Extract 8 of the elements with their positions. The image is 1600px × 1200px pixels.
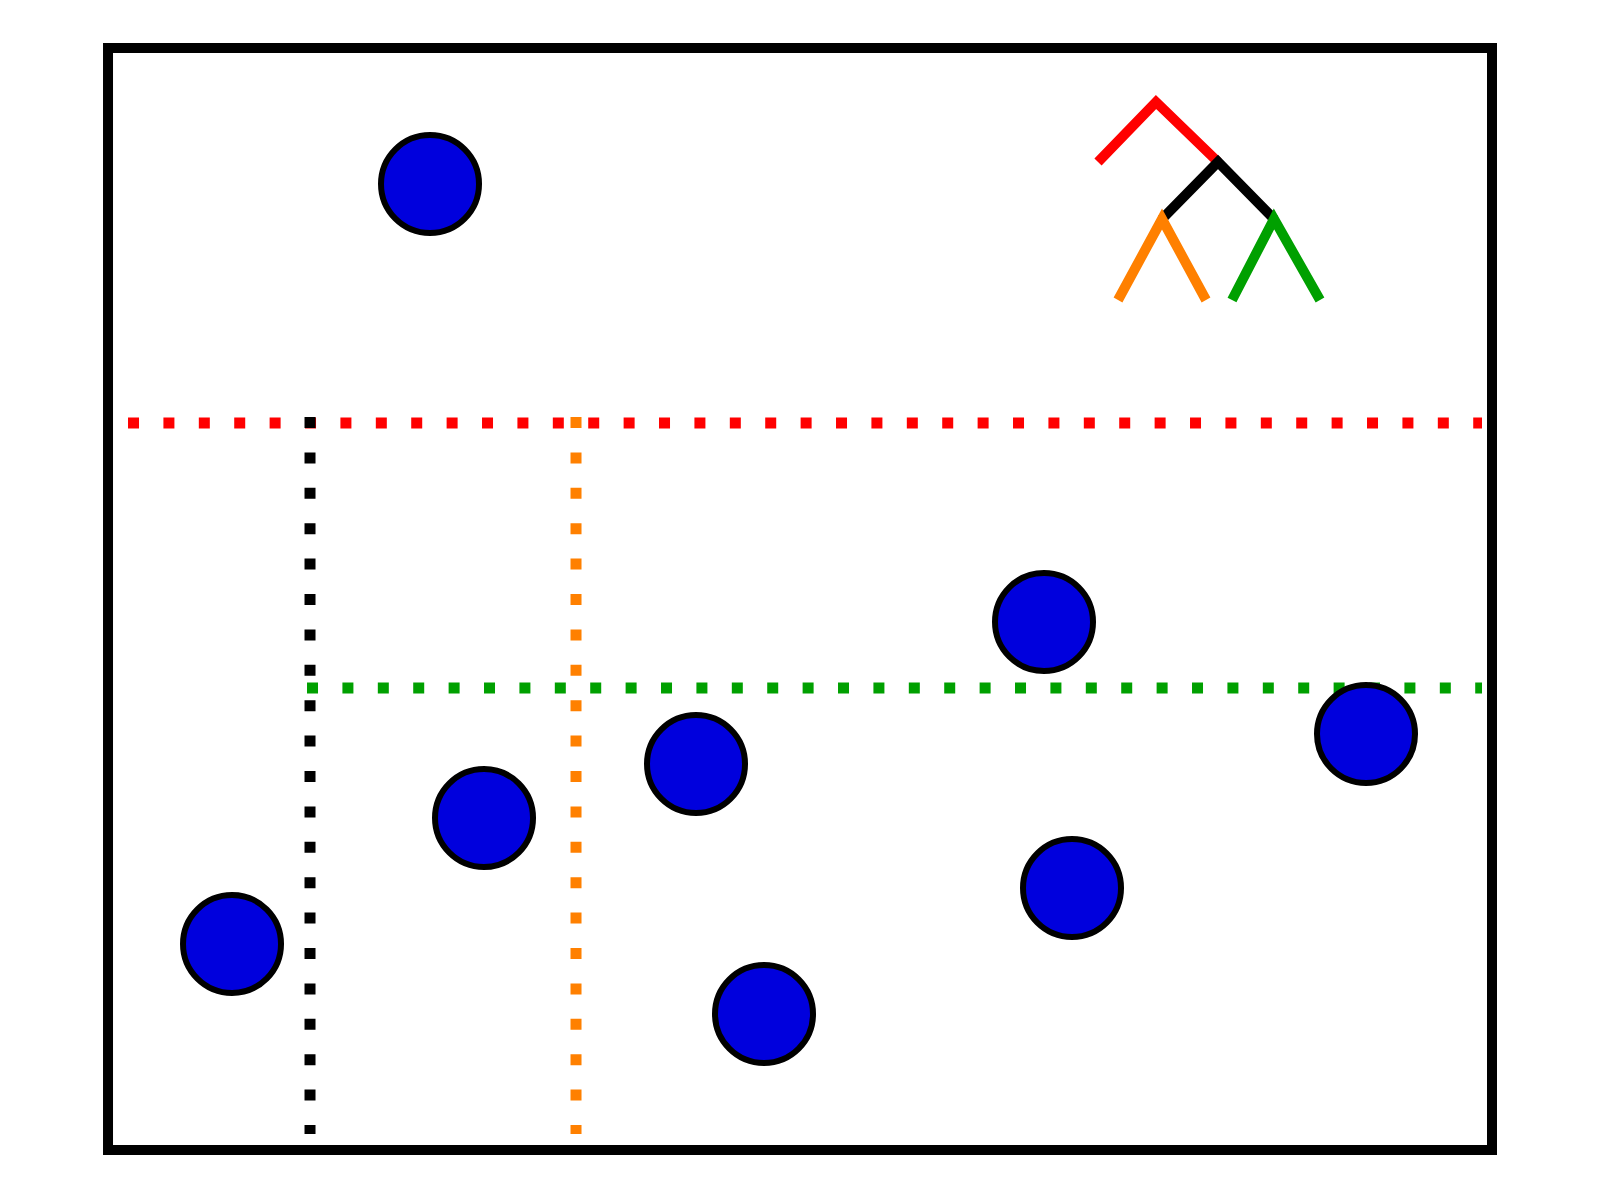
data-point <box>992 570 1096 674</box>
data-point <box>432 766 536 870</box>
data-point <box>378 132 482 236</box>
data-point <box>644 712 748 816</box>
data-point <box>180 892 284 996</box>
data-point <box>1020 836 1124 940</box>
data-point <box>1314 682 1418 786</box>
data-point <box>712 962 816 1066</box>
